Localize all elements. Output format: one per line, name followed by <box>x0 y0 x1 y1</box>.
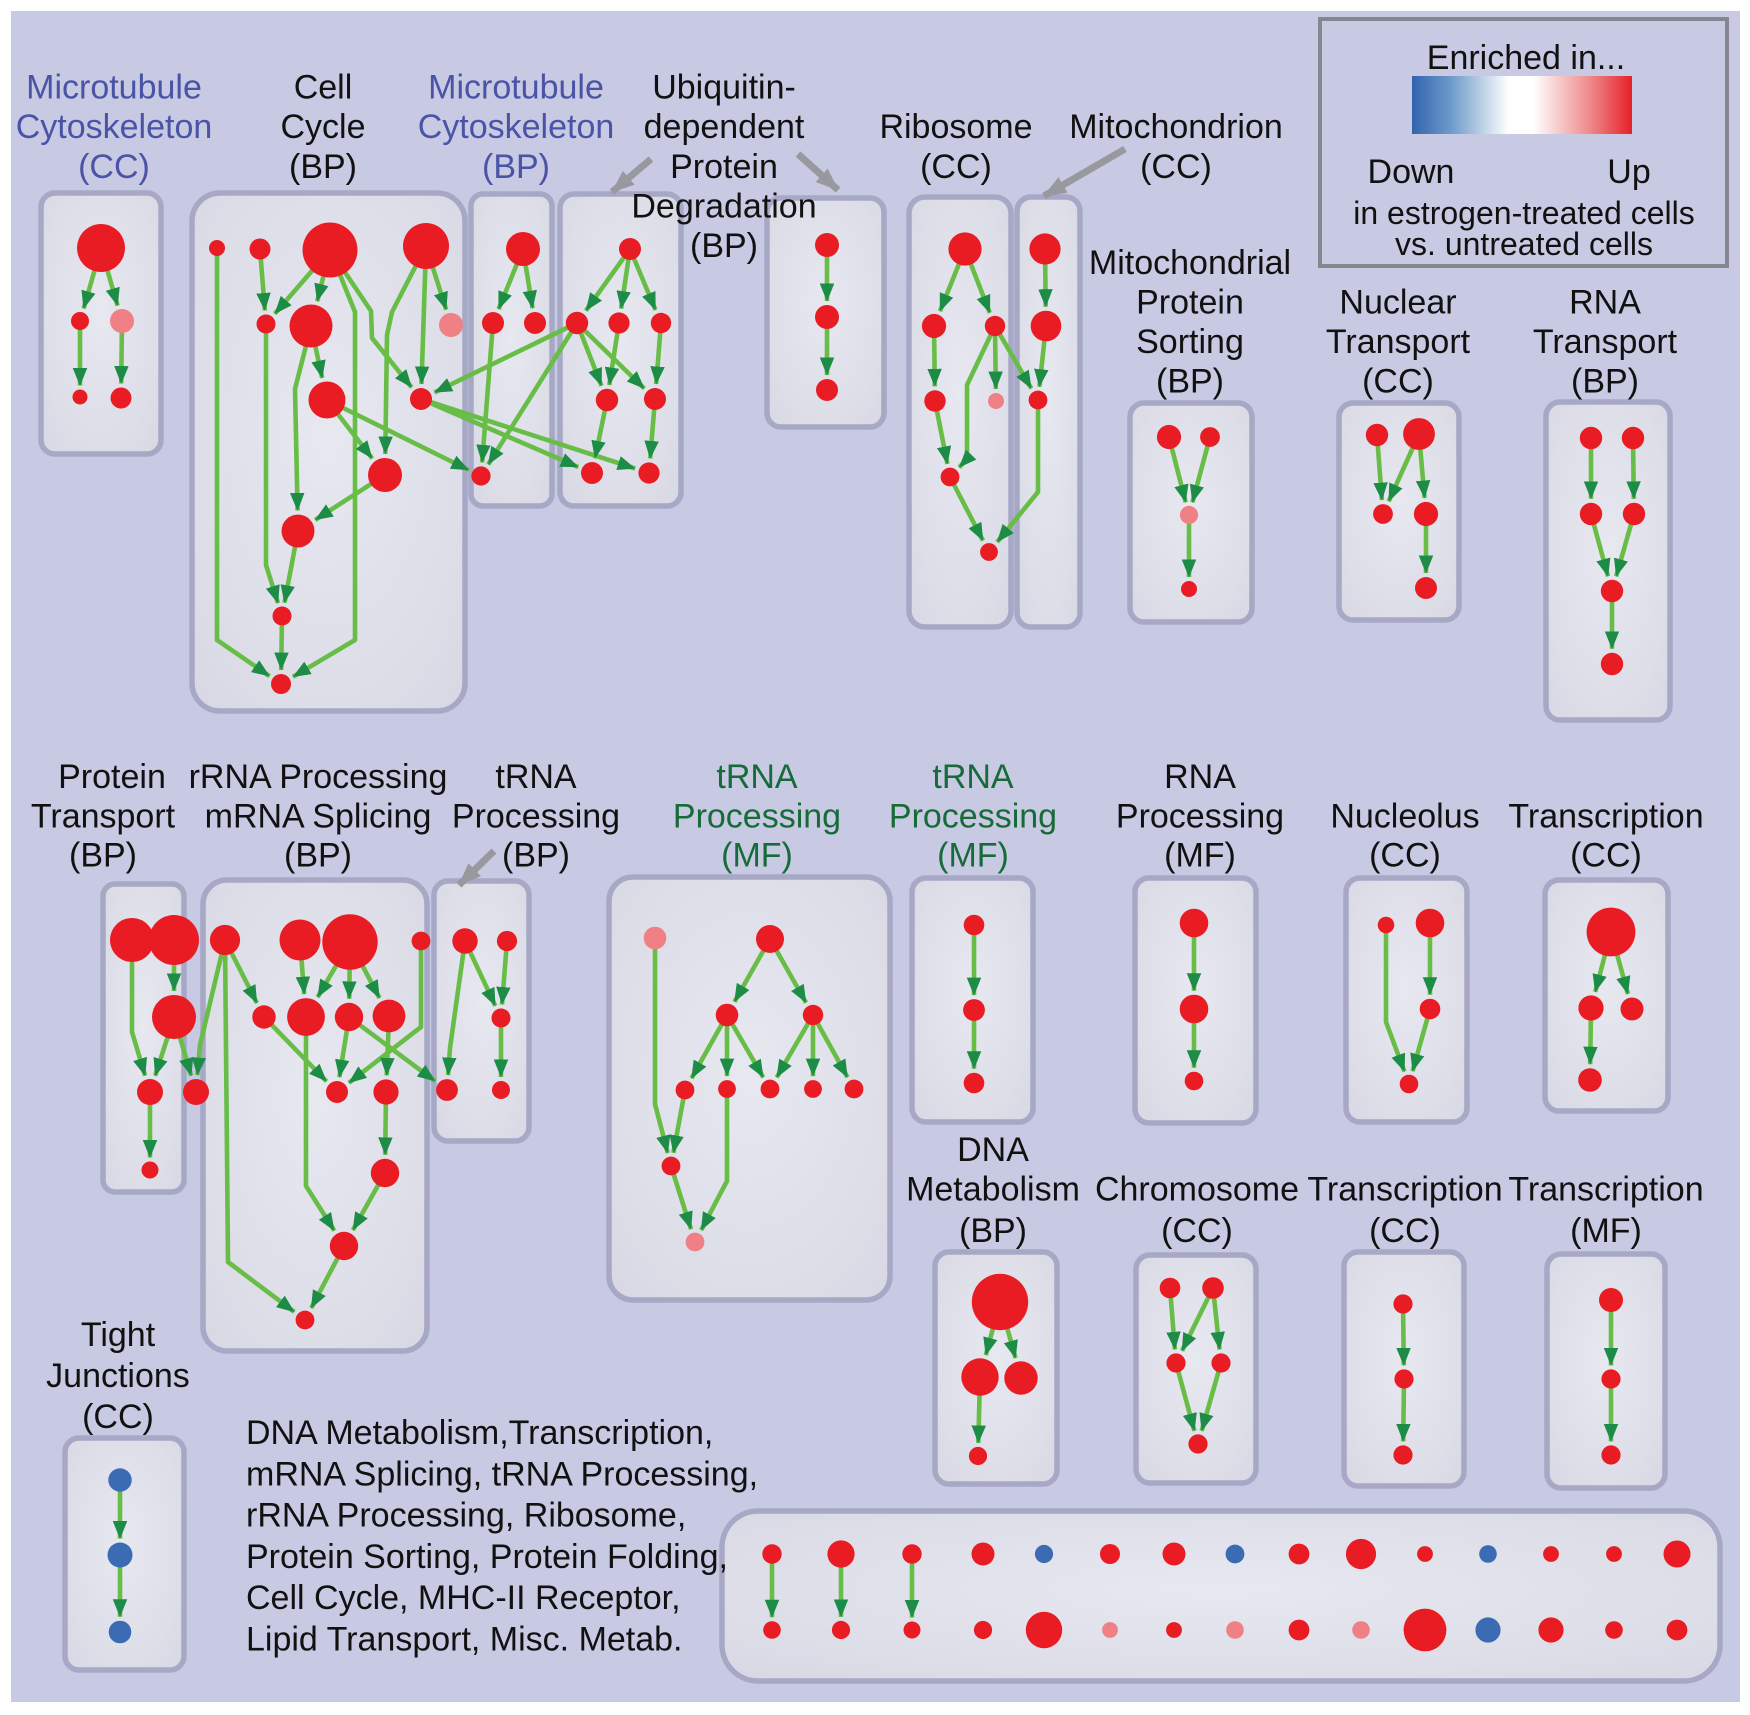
svg-text:(BP): (BP) <box>289 148 357 186</box>
svg-text:Junctions: Junctions <box>46 1357 190 1395</box>
svg-text:Transport: Transport <box>1533 323 1678 361</box>
svg-text:Cycle: Cycle <box>280 108 365 146</box>
svg-text:(CC): (CC) <box>1570 837 1642 875</box>
svg-text:Cytoskeleton: Cytoskeleton <box>16 108 213 146</box>
svg-text:(CC): (CC) <box>78 148 150 186</box>
svg-text:Nuclear: Nuclear <box>1339 284 1456 322</box>
svg-text:mRNA Splicing: mRNA Splicing <box>205 798 432 836</box>
svg-text:(MF): (MF) <box>1164 837 1236 875</box>
svg-text:RNA: RNA <box>1569 284 1641 322</box>
svg-text:Processing: Processing <box>1116 798 1284 836</box>
svg-text:Transcription: Transcription <box>1307 1171 1502 1209</box>
svg-text:tRNA: tRNA <box>932 758 1014 796</box>
svg-text:Ribosome: Ribosome <box>879 108 1032 146</box>
svg-text:Metabolism: Metabolism <box>906 1171 1080 1209</box>
svg-text:in estrogen-treated cells: in estrogen-treated cells <box>1353 195 1695 231</box>
svg-text:(CC): (CC) <box>1362 363 1434 401</box>
svg-text:(MF): (MF) <box>937 837 1009 875</box>
svg-text:Degradation: Degradation <box>631 188 816 226</box>
svg-text:(CC): (CC) <box>1369 837 1441 875</box>
svg-text:Protein Sorting, Protein Foldi: Protein Sorting, Protein Folding, <box>246 1538 728 1576</box>
svg-text:(BP): (BP) <box>959 1212 1027 1250</box>
svg-text:(BP): (BP) <box>690 227 758 265</box>
svg-text:Cell: Cell <box>294 69 353 107</box>
svg-text:Microtubule: Microtubule <box>428 69 604 107</box>
svg-text:vs. untreated cells: vs. untreated cells <box>1395 226 1653 262</box>
svg-text:(BP): (BP) <box>1571 363 1639 401</box>
svg-text:Transport: Transport <box>31 798 176 836</box>
svg-text:(MF): (MF) <box>721 837 793 875</box>
svg-text:Transcription: Transcription <box>1508 1171 1703 1209</box>
svg-text:rRNA Processing: rRNA Processing <box>189 758 448 796</box>
svg-text:(CC): (CC) <box>1369 1212 1441 1250</box>
svg-text:Tight: Tight <box>81 1316 156 1354</box>
svg-text:Protein: Protein <box>58 758 166 796</box>
svg-text:(MF): (MF) <box>1570 1212 1642 1250</box>
svg-text:(BP): (BP) <box>1156 363 1224 401</box>
svg-text:Cell Cycle, MHC-II Receptor,: Cell Cycle, MHC-II Receptor, <box>246 1579 681 1617</box>
svg-text:Microtubule: Microtubule <box>26 69 202 107</box>
svg-text:dependent: dependent <box>644 108 805 146</box>
svg-text:Chromosome: Chromosome <box>1095 1171 1299 1209</box>
svg-text:Down: Down <box>1368 153 1455 191</box>
svg-text:(CC): (CC) <box>920 148 992 186</box>
svg-text:Processing: Processing <box>673 798 841 836</box>
svg-text:Lipid Transport, Misc. Metab.: Lipid Transport, Misc. Metab. <box>246 1621 683 1659</box>
svg-text:(CC): (CC) <box>1161 1212 1233 1250</box>
svg-text:Transport: Transport <box>1326 323 1471 361</box>
svg-text:RNA: RNA <box>1164 758 1236 796</box>
svg-text:Ubiquitin-: Ubiquitin- <box>652 69 796 107</box>
svg-text:(BP): (BP) <box>502 837 570 875</box>
svg-text:Mitochondrial: Mitochondrial <box>1089 244 1291 282</box>
svg-text:Transcription: Transcription <box>1508 798 1703 836</box>
svg-text:DNA: DNA <box>957 1131 1029 1169</box>
svg-text:(BP): (BP) <box>284 837 352 875</box>
svg-text:DNA Metabolism,Transcription,: DNA Metabolism,Transcription, <box>246 1414 713 1452</box>
svg-text:tRNA: tRNA <box>716 758 798 796</box>
svg-text:Processing: Processing <box>889 798 1057 836</box>
svg-text:Up: Up <box>1607 153 1650 191</box>
svg-text:Processing: Processing <box>452 798 620 836</box>
svg-text:Protein: Protein <box>1136 284 1244 322</box>
svg-text:(BP): (BP) <box>69 837 137 875</box>
svg-text:Nucleolus: Nucleolus <box>1330 798 1479 836</box>
svg-text:(CC): (CC) <box>1140 148 1212 186</box>
svg-text:Sorting: Sorting <box>1136 323 1244 361</box>
svg-text:Mitochondrion: Mitochondrion <box>1069 108 1283 146</box>
svg-text:Cytoskeleton: Cytoskeleton <box>418 108 615 146</box>
svg-text:mRNA Splicing, tRNA Processing: mRNA Splicing, tRNA Processing, <box>246 1455 758 1493</box>
svg-text:Enriched in...: Enriched in... <box>1427 39 1625 77</box>
svg-text:rRNA Processing, Ribosome,: rRNA Processing, Ribosome, <box>246 1497 686 1535</box>
svg-text:tRNA: tRNA <box>495 758 577 796</box>
svg-text:(BP): (BP) <box>482 148 550 186</box>
svg-text:Protein: Protein <box>670 148 778 186</box>
svg-text:(CC): (CC) <box>82 1398 154 1436</box>
